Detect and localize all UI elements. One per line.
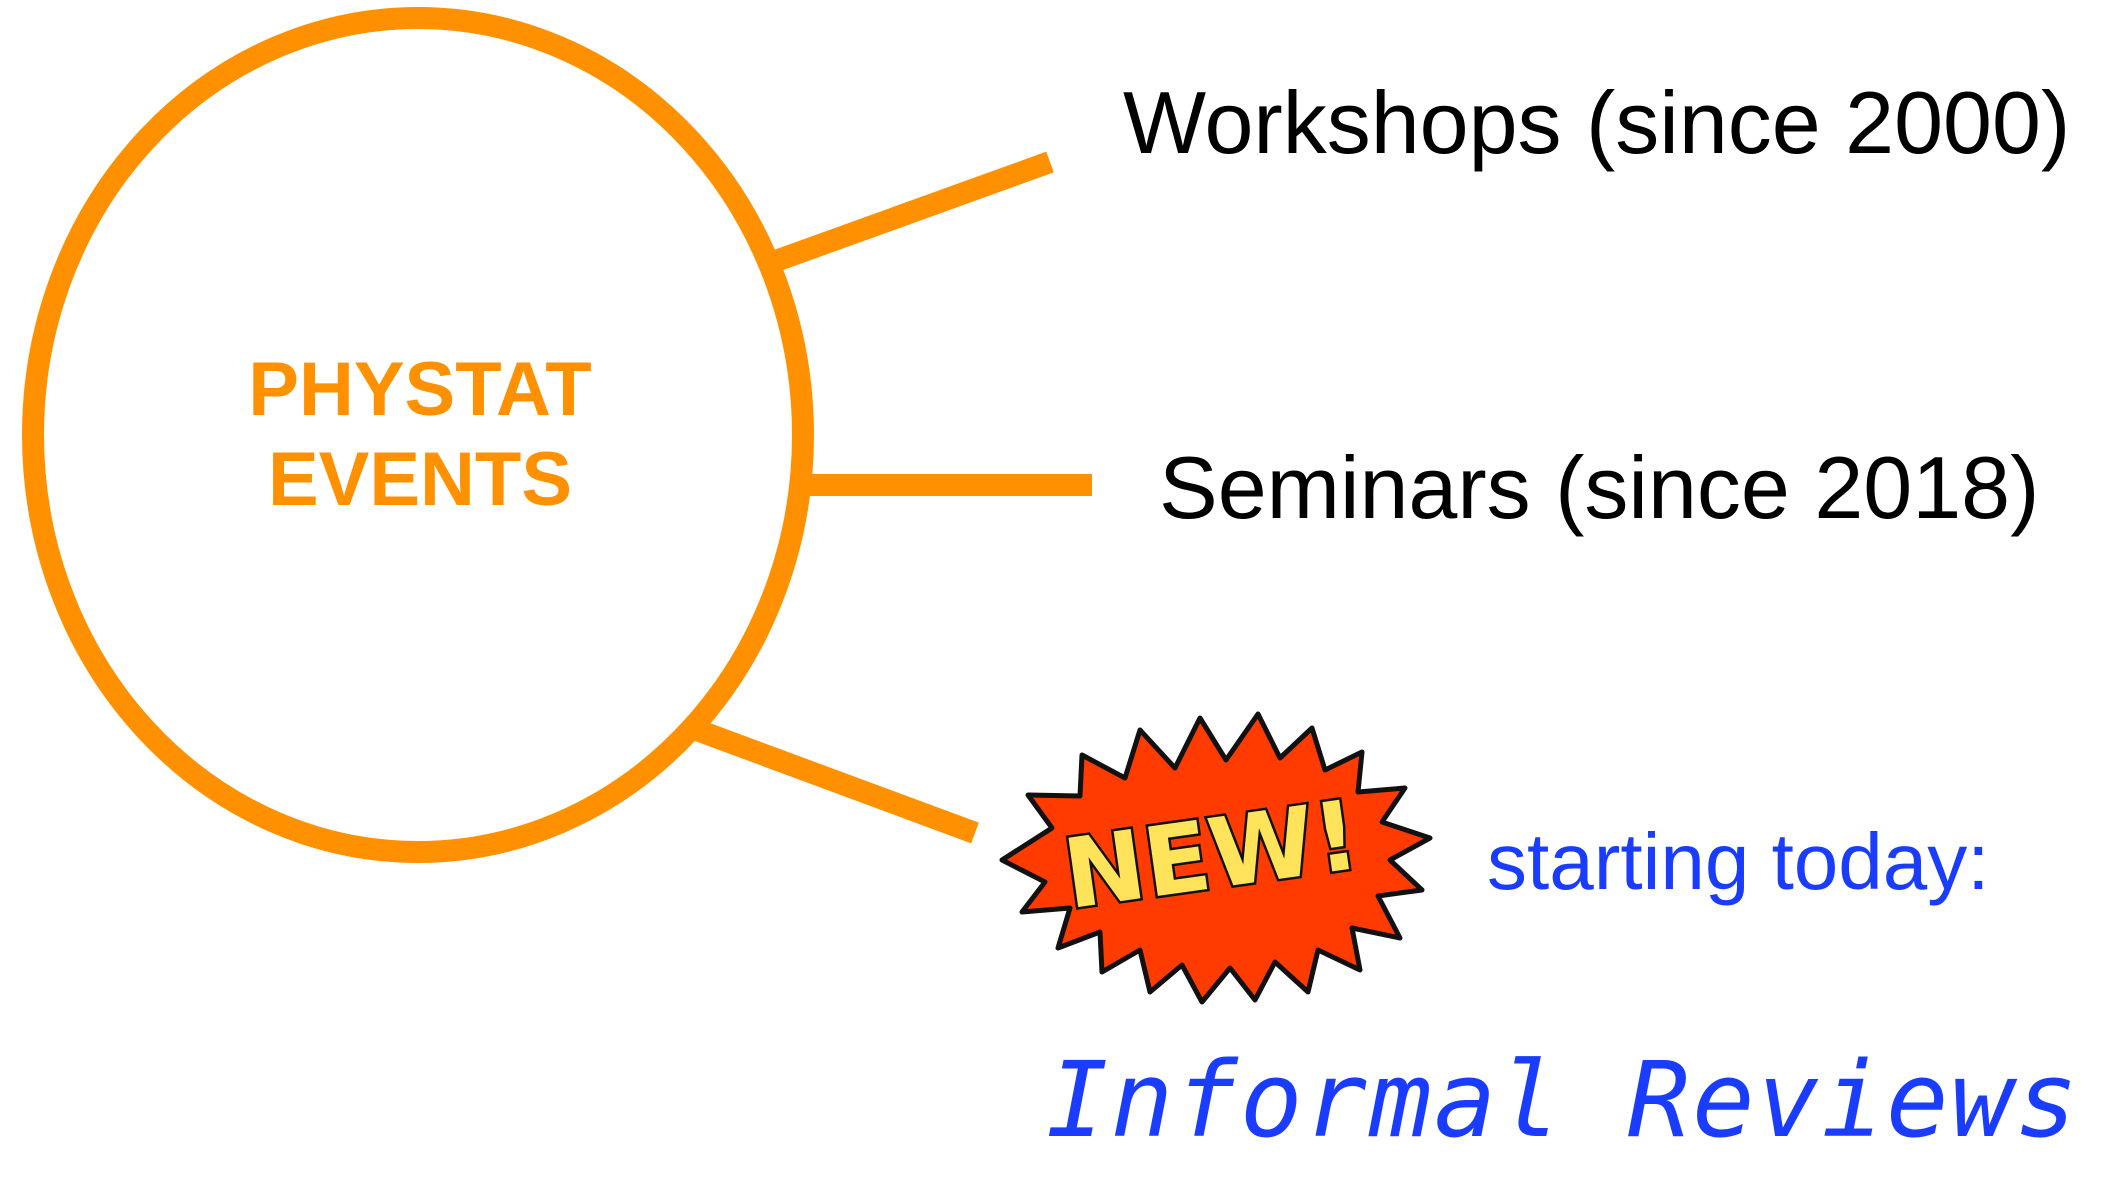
connector-workshops — [769, 151, 1054, 273]
new-caption: starting today: — [1487, 817, 1990, 906]
center-label-line1: PHYSTAT — [248, 347, 592, 432]
new-item-informal-reviews: Informal Reviews — [1046, 1039, 2080, 1161]
center-label-line2: EVENTS — [267, 437, 573, 522]
center-label: PHYSTAT EVENTS — [195, 345, 645, 525]
burst-shape — [999, 711, 1433, 1005]
events-circle — [22, 7, 814, 863]
connector-new — [693, 719, 979, 844]
branch-workshops: Workshops (since 2000) — [1123, 73, 2071, 172]
branch-seminars: Seminars (since 2018) — [1159, 438, 2040, 537]
new-burst-badge: NEW! — [999, 711, 1433, 1005]
